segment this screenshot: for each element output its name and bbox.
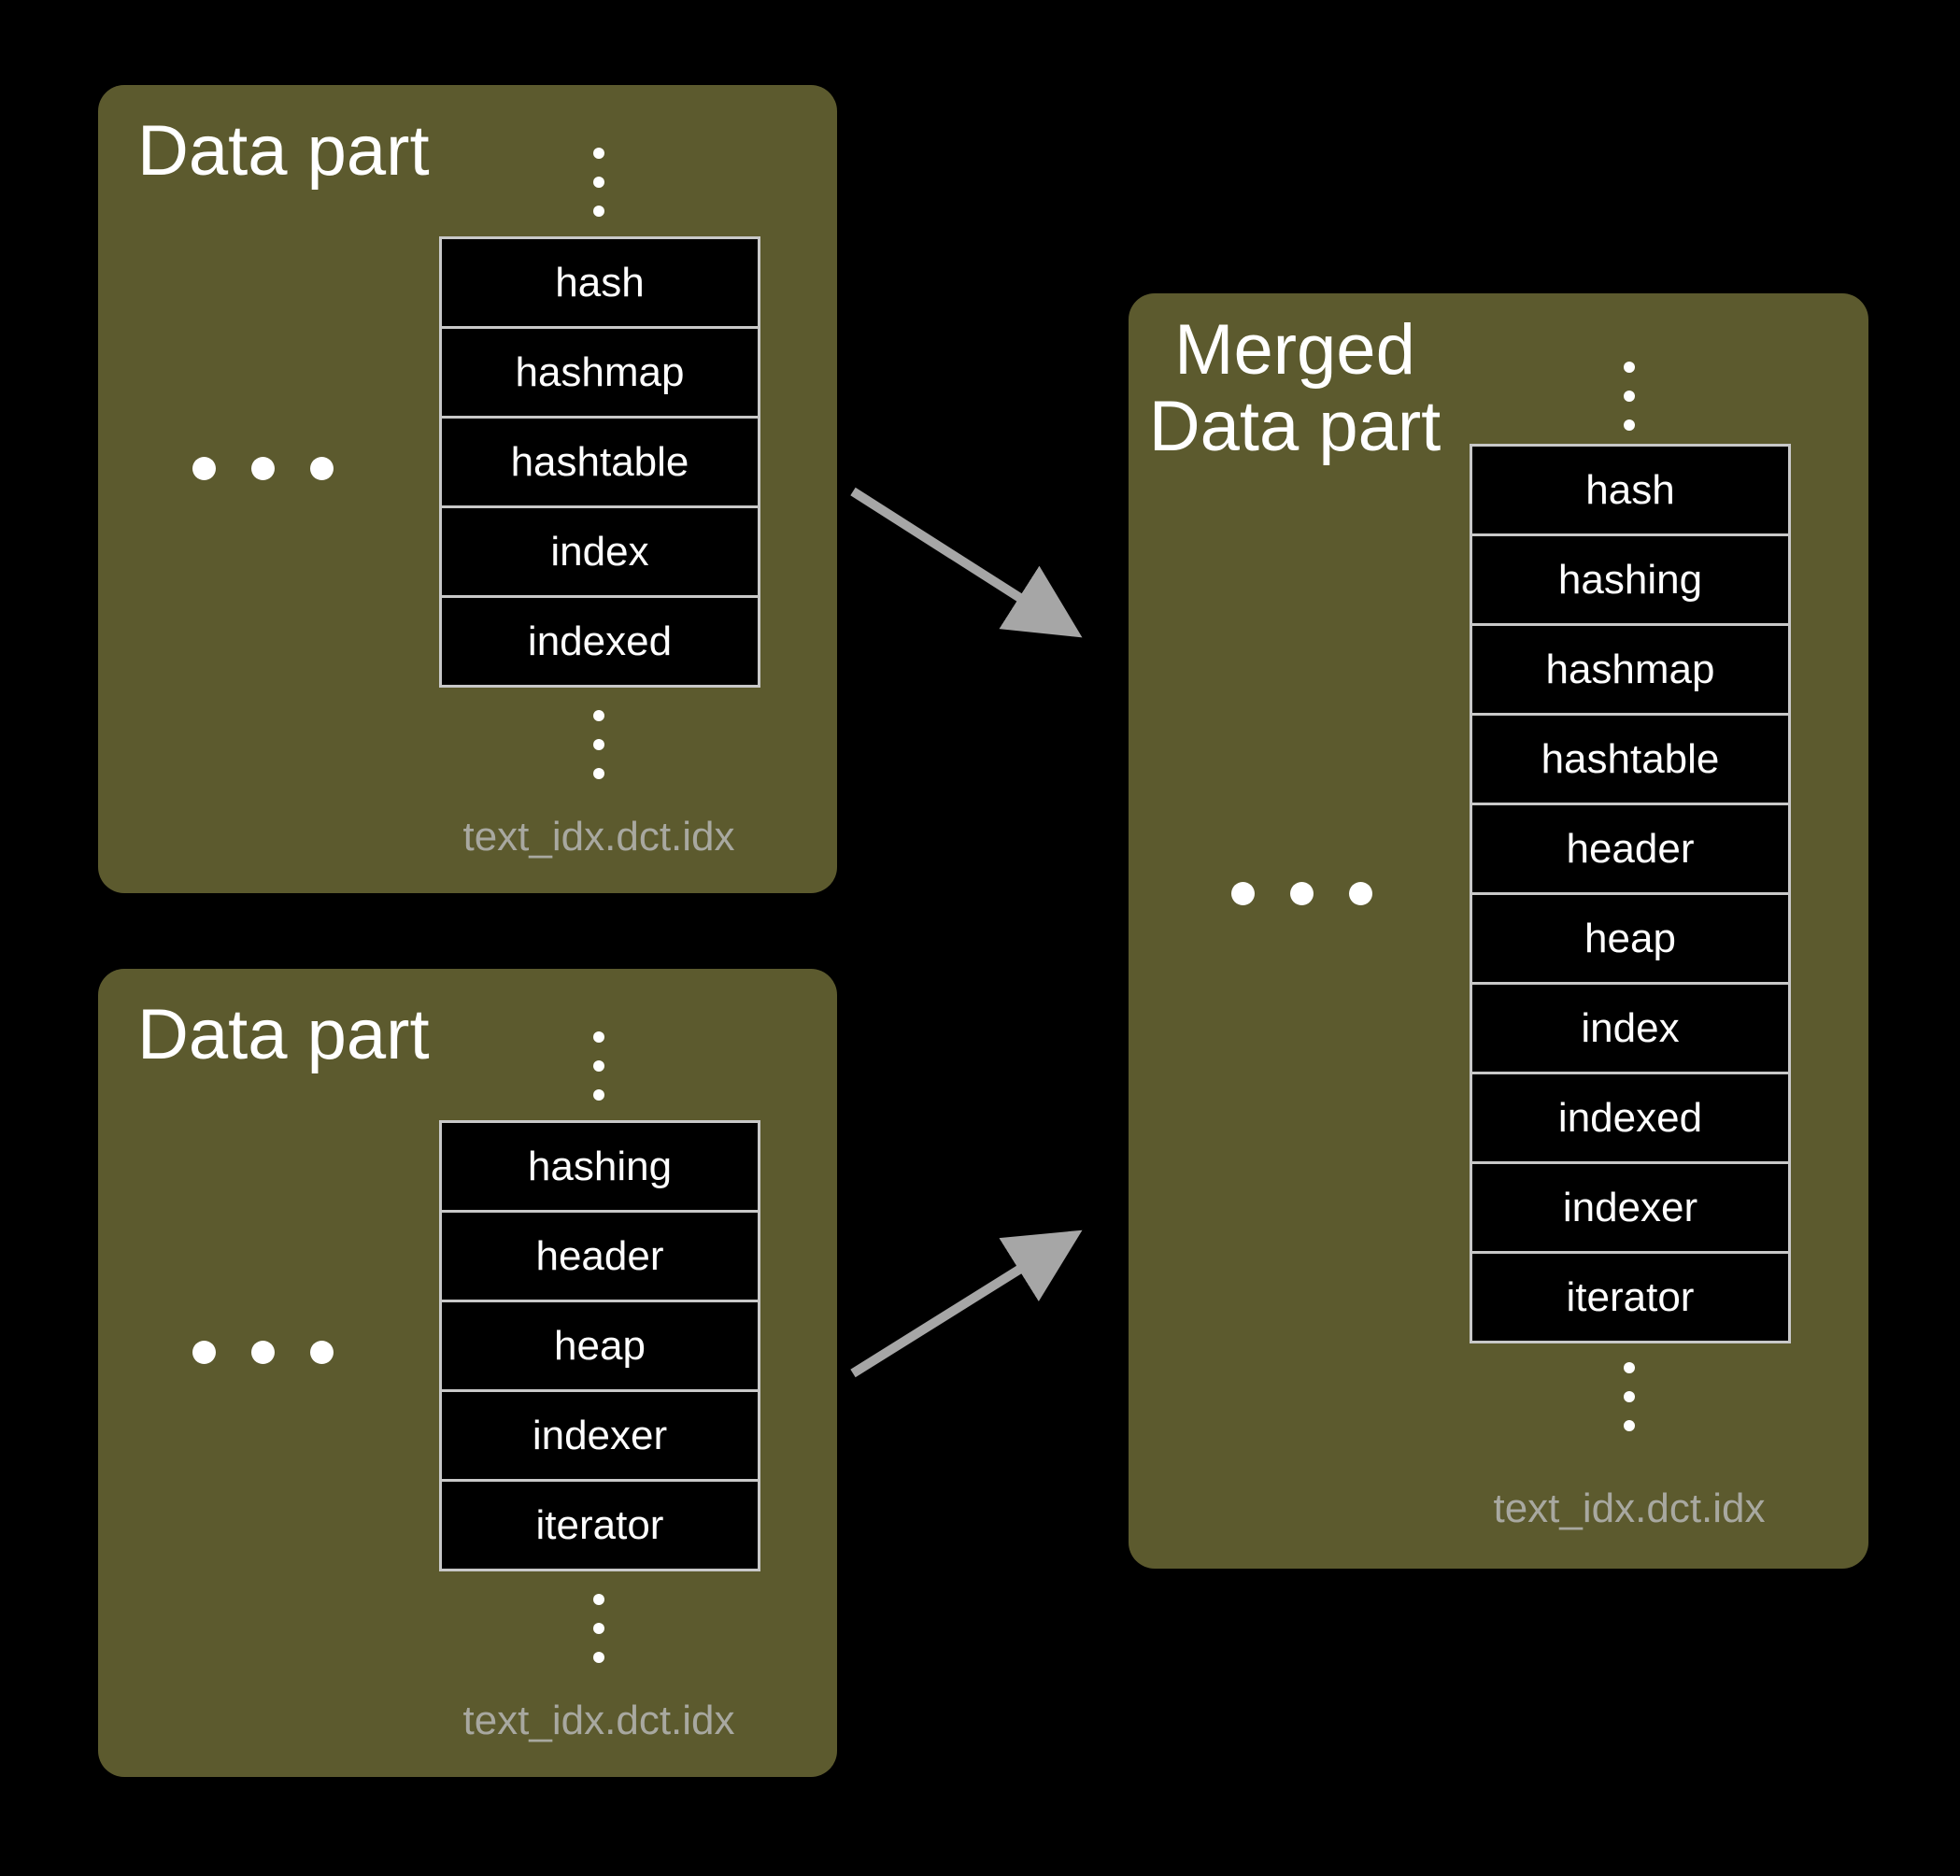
data-part-bottom-horizontal-ellipsis xyxy=(192,1341,334,1364)
token-cell: indexed xyxy=(1472,1074,1788,1164)
token-cell: heap xyxy=(1472,895,1788,985)
data-part-bottom-token-table: hashing header heap indexer iterator xyxy=(439,1120,760,1571)
token-cell: hash xyxy=(1472,447,1788,536)
token-cell: header xyxy=(1472,805,1788,895)
token-cell: header xyxy=(442,1213,758,1302)
merged-data-part-horizontal-ellipsis xyxy=(1231,882,1372,905)
token-cell: hash xyxy=(442,239,758,329)
token-cell: hashtable xyxy=(442,419,758,508)
arrow-bottom-to-merged xyxy=(850,1229,1083,1378)
merged-data-part-token-table: hash hashing hashmap hashtable header he… xyxy=(1470,444,1791,1343)
merged-data-part-title: Merged Data part xyxy=(1148,310,1442,466)
data-part-top-title: Data part xyxy=(137,111,430,191)
data-part-top-ellipsis-below xyxy=(593,710,604,779)
merged-data-part: Merged Data part hash hashing hashmap ha… xyxy=(1129,293,1868,1569)
data-part-top-horizontal-ellipsis xyxy=(192,457,334,480)
token-cell: indexed xyxy=(527,618,673,664)
token-cell: index xyxy=(442,508,758,598)
data-part-bottom-filename: text_idx.dct.idx xyxy=(462,1698,735,1743)
data-part-top-ellipsis-above xyxy=(593,148,604,217)
token-cell: iterator xyxy=(535,1501,664,1548)
merged-data-part-ellipsis-above xyxy=(1624,362,1635,431)
arrow-top-to-merged xyxy=(850,487,1083,638)
token-cell: hashing xyxy=(442,1123,758,1213)
token-cell: hashmap xyxy=(1472,626,1788,716)
data-part-bottom-title: Data part xyxy=(137,995,430,1074)
data-part-bottom-ellipsis-above xyxy=(593,1031,604,1101)
merged-data-part-filename: text_idx.dct.idx xyxy=(1493,1485,1766,1531)
data-part-top-filename: text_idx.dct.idx xyxy=(462,814,735,860)
token-cell: hashtable xyxy=(1472,716,1788,805)
token-cell: index xyxy=(1472,985,1788,1074)
data-part-top: Data part hash hashmap hashtable index i… xyxy=(98,85,837,893)
data-part-bottom-ellipsis-below xyxy=(593,1594,604,1663)
token-cell: hashing xyxy=(1472,536,1788,626)
token-cell: indexer xyxy=(1472,1164,1788,1254)
merged-data-part-ellipsis-below xyxy=(1624,1362,1635,1431)
token-cell: indexer xyxy=(442,1392,758,1482)
token-cell: hashmap xyxy=(442,329,758,419)
data-part-top-token-table: hash hashmap hashtable index indexed xyxy=(439,236,760,688)
token-cell: heap xyxy=(442,1302,758,1392)
data-part-bottom: Data part hashing header heap indexer it… xyxy=(98,969,837,1777)
token-cell: iterator xyxy=(1566,1273,1695,1320)
